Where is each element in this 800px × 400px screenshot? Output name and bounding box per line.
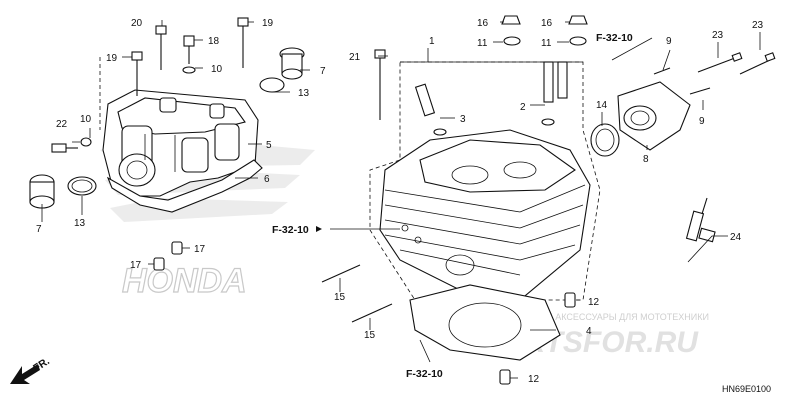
callout-16-right: 16 [541,18,553,29]
leader-lines [41,20,761,379]
reference-middle: F-32-10 [272,224,309,236]
cap-plug-side [29,174,97,209]
head-gasket [409,284,561,361]
callout-2: 2 [520,102,526,113]
cap-plug-top [259,47,305,93]
reference-bottom: F-32-10 [406,368,443,380]
spark-plug [685,197,716,243]
callout-6: 6 [264,174,270,185]
dowel-pin-17 [153,257,165,271]
front-arrow-icon [10,364,40,384]
valve-guides [414,61,568,136]
insulator-fasteners [653,52,776,95]
callout-13-side: 13 [74,218,86,229]
callout-3: 3 [460,114,466,125]
callout-10-left: 10 [80,114,92,125]
cap-nuts-16 [501,15,588,46]
watermark-tagline: ЗАПЧАСТИ И АКСЕССУАРЫ ДЛЯ МОТОТЕХНИКИ [496,312,709,322]
callout-7-top: 7 [320,66,326,77]
dowel-pin-12 [564,292,576,308]
intake-insulator [590,81,691,157]
cover-gasket [106,159,263,213]
callout-22: 22 [56,119,68,130]
reference-arrow [316,226,322,232]
callout-15-lower: 15 [364,330,376,341]
callout-21: 21 [349,52,361,63]
callout-9-top: 9 [666,36,672,47]
callout-4: 4 [586,326,592,337]
diagram-code: HN69E0100 [722,384,771,394]
callout-1: 1 [429,36,435,47]
callout-12-upper: 12 [588,297,600,308]
callout-20: 20 [131,18,143,29]
callout-19-right: 19 [262,18,274,29]
callout-11-right: 11 [541,38,552,49]
callout-24: 24 [730,232,742,243]
section-references: F-32-10 F-32-10 F-32-10 [272,32,633,380]
callout-labels: 1 2 3 4 5 6 7 7 8 9 9 10 10 11 11 12 12 … [36,18,764,385]
stud-15 [351,303,393,323]
callout-9-bottom: 9 [699,116,705,127]
callout-17-left: 17 [130,260,142,271]
front-direction-indicator: FR. [10,355,52,384]
callout-8: 8 [643,154,649,165]
callout-12-lower: 12 [528,374,540,385]
callout-18: 18 [208,36,220,47]
callout-23-left: 23 [712,30,724,41]
callout-11-left: 11 [477,38,488,49]
callout-5: 5 [266,140,272,151]
cylinder-head-cover [102,89,259,197]
callout-19-left: 19 [106,53,118,64]
callout-16-left: 16 [477,18,489,29]
callout-13-top: 13 [298,88,310,99]
stud-15 [321,264,361,283]
bolt-22 [51,137,92,153]
callout-23-right: 23 [752,20,764,31]
stud-bolt-21 [374,49,386,120]
honda-wordmark: HONDA [122,262,247,300]
assembly-outline [369,61,601,301]
cylinder-head [379,129,591,301]
dowel-pin-17 [171,241,183,255]
cover-bolts [131,17,249,96]
callout-15-upper: 15 [334,292,346,303]
callout-17-right: 17 [194,244,206,255]
dowel-pin-12 [499,369,511,385]
callout-10-top: 10 [211,64,223,75]
callout-7-side: 7 [36,224,42,235]
reference-top: F-32-10 [596,32,633,44]
callout-14: 14 [596,100,608,111]
